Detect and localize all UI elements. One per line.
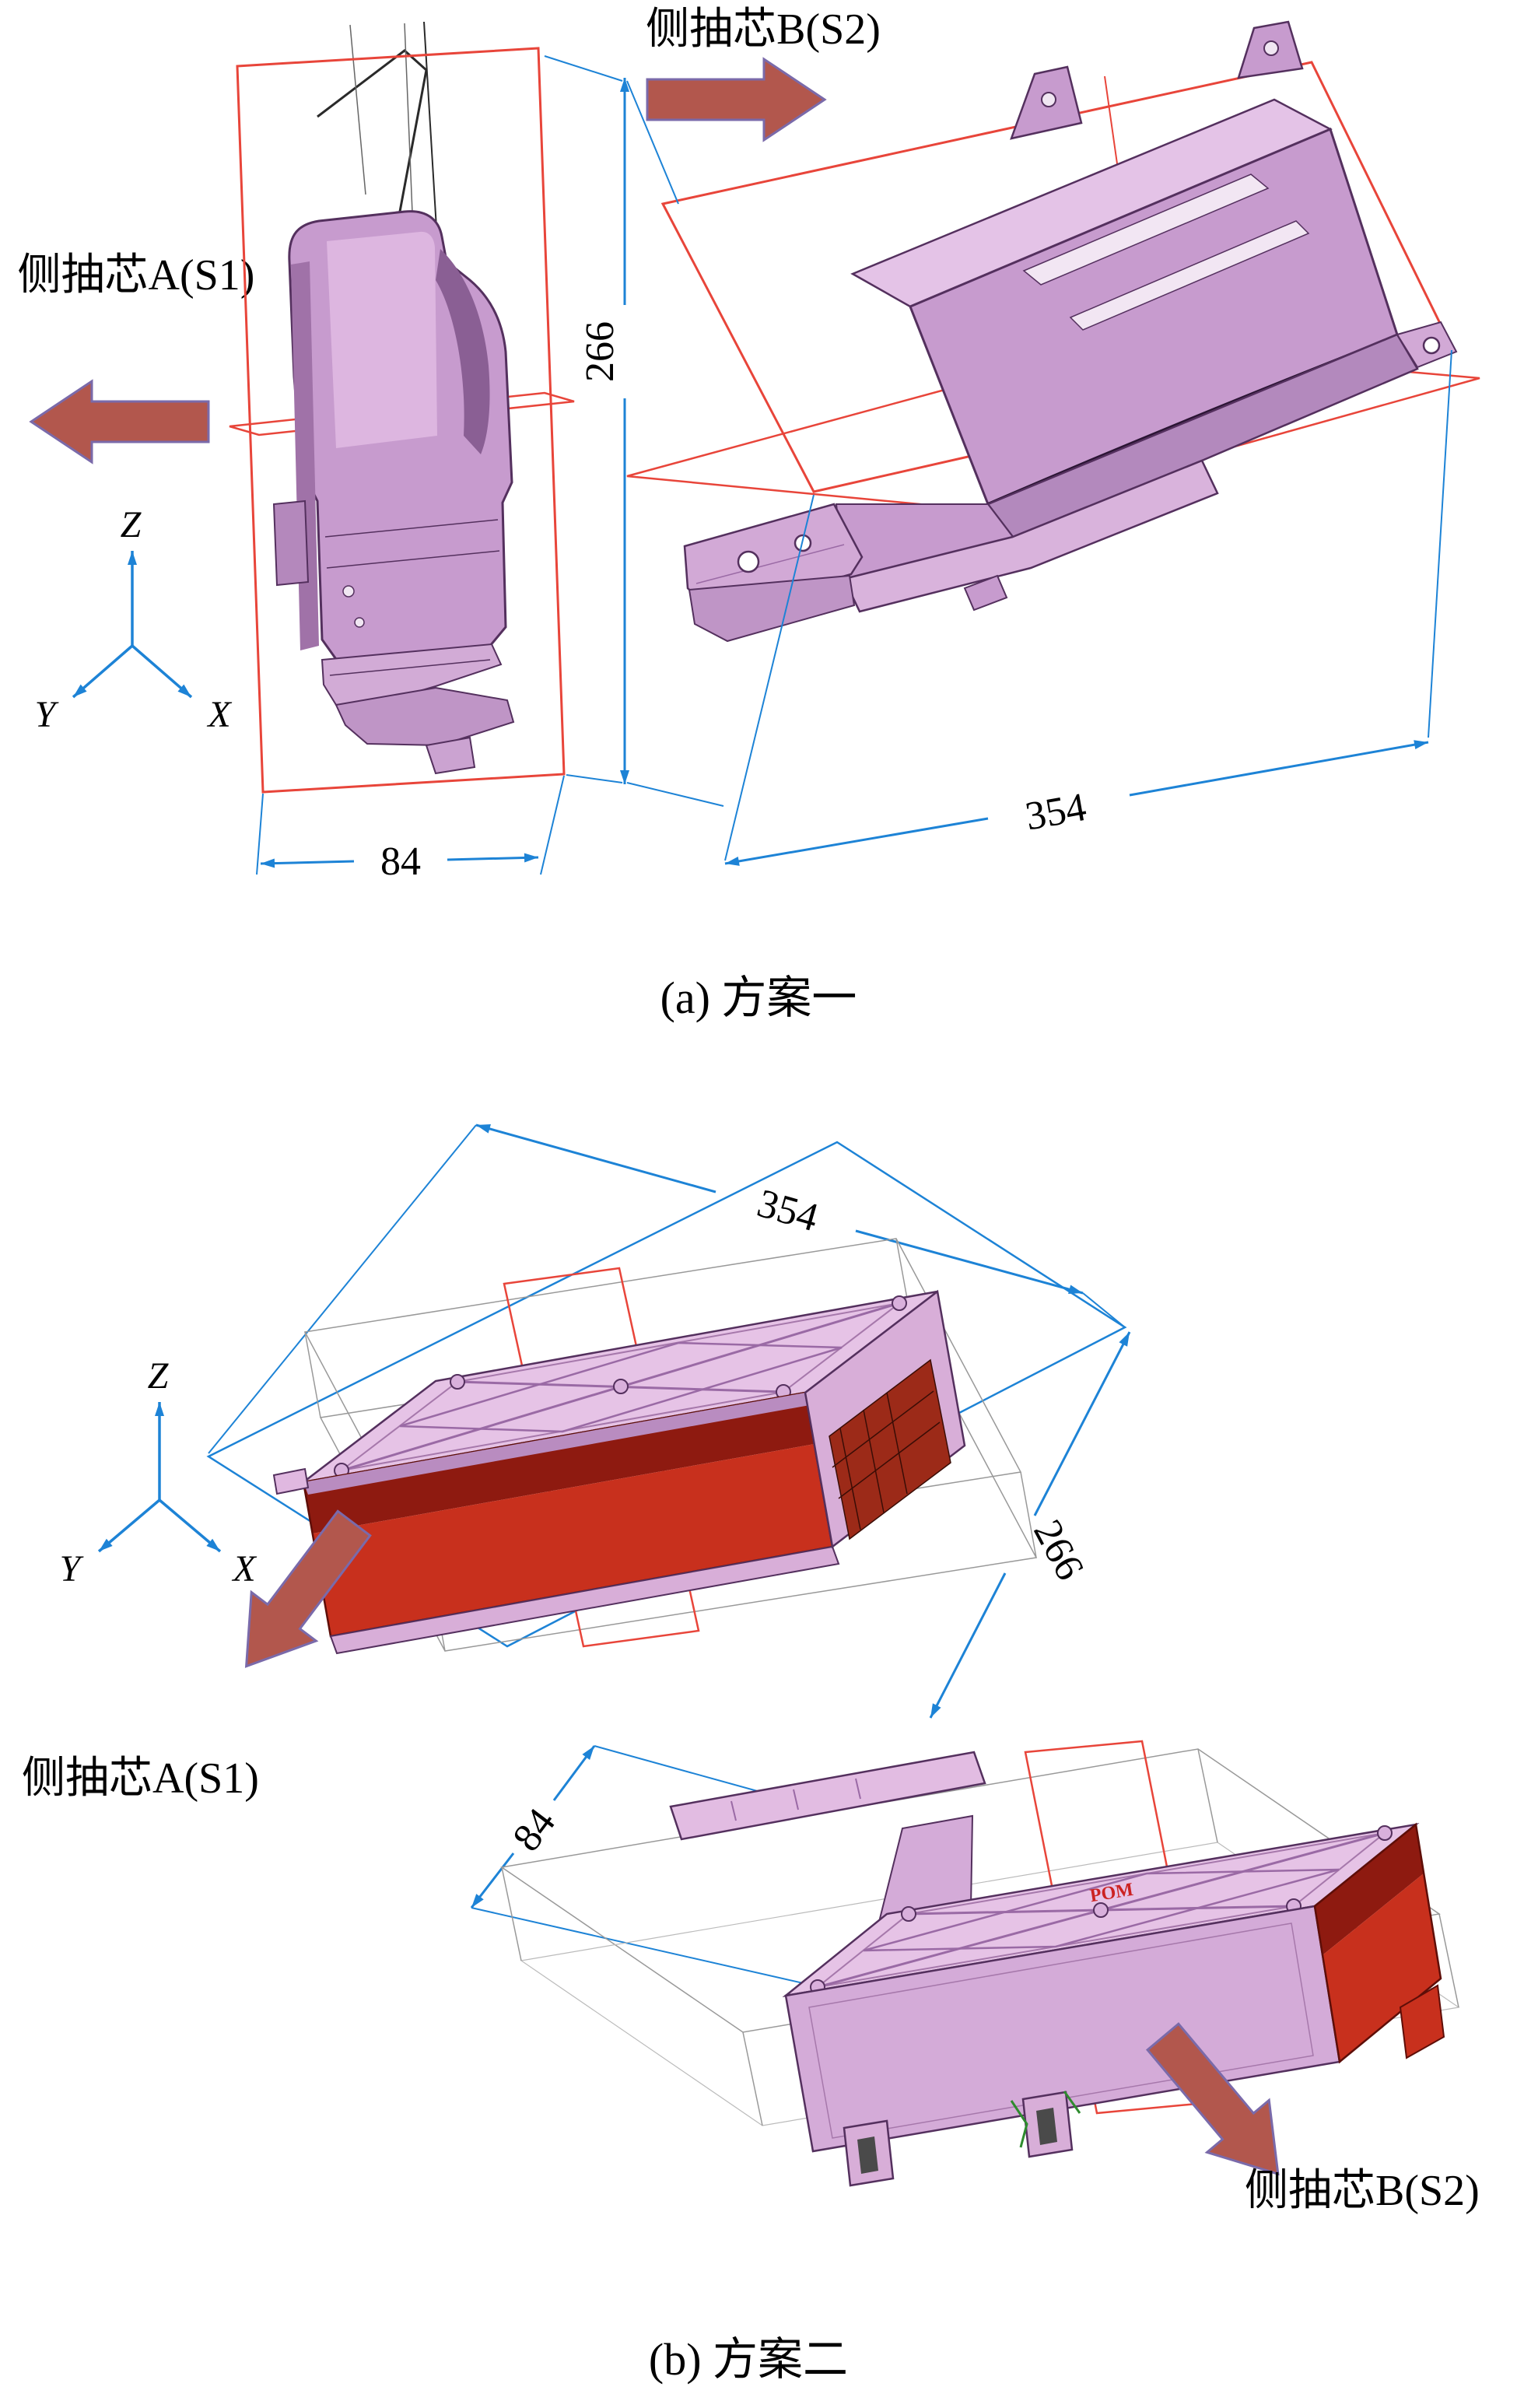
- axis-x-label: X: [206, 694, 232, 735]
- caption-panel-a: (a) 方案一: [660, 973, 857, 1023]
- axis-x-label: X: [231, 1548, 257, 1590]
- axis-z-label: Z: [121, 504, 142, 545]
- dim-266-label-a: 266: [578, 321, 622, 382]
- lid-tab-b1: [272, 1467, 310, 1495]
- axis-x: [158, 1498, 222, 1553]
- foot-hole-1: [737, 550, 760, 573]
- panel-a: 侧抽芯B(S2) 侧抽芯A(S1) Z Y X: [18, 5, 1480, 1023]
- gray-wireframe-box-b2: [500, 1748, 1460, 2126]
- axis-y: [72, 644, 134, 699]
- label-core-pull-a-b: 侧抽芯A(S1): [22, 1754, 259, 1803]
- dimension-354-a: [724, 349, 1452, 866]
- part-body-iso: [683, 20, 1458, 643]
- axis-triad-b: [97, 1402, 222, 1553]
- dim-354-label-a: 354: [1022, 785, 1090, 839]
- panel-b: Z Y X 354 266 84: [22, 1123, 1480, 2385]
- part-a-side-view: [229, 21, 575, 794]
- mounting-clips-b2: [843, 2091, 1081, 2187]
- open-interior-b1: [302, 1391, 834, 1638]
- dimension-266-b: [929, 1331, 1131, 1719]
- dimension-354-b: [208, 1123, 1126, 1454]
- red-bounding-box-left: [236, 47, 566, 794]
- part-b2-view: POM: [500, 1740, 1460, 2187]
- axis-z-label: Z: [148, 1355, 170, 1397]
- axis-y-label: Y: [35, 694, 59, 735]
- end-cap-b1: [804, 1289, 966, 1549]
- vent-slot-1: [1022, 174, 1270, 286]
- open-interior-b2: [1313, 1822, 1445, 2064]
- bottom-rim-b1: [329, 1545, 840, 1655]
- part-b1-view: [272, 1238, 1038, 1655]
- core-pull-arrow-b-b: [1145, 2022, 1280, 2176]
- flange-b2: [669, 1751, 986, 1923]
- dim-354-label-b: 354: [752, 1181, 823, 1240]
- axis-y-label: Y: [60, 1548, 84, 1590]
- axis-triad-a: [72, 551, 193, 699]
- label-core-pull-a-a: 侧抽芯A(S1): [18, 251, 255, 300]
- dimension-84-a: [256, 775, 565, 875]
- label-core-pull-b-a: 侧抽芯B(S2): [646, 5, 881, 54]
- part-a-iso-view: [626, 20, 1480, 643]
- axis-y: [97, 1498, 161, 1553]
- dim-84-label-b: 84: [504, 1800, 564, 1859]
- truss-ribs-b1: [334, 1295, 907, 1478]
- axis-x: [131, 644, 193, 699]
- caption-panel-b: (b) 方案二: [649, 2334, 848, 2385]
- core-pull-arrow-a: [29, 379, 210, 464]
- part-body-side: [272, 210, 515, 775]
- foot-hole-2: [794, 534, 812, 552]
- label-core-pull-b-b: 侧抽芯B(S2): [1245, 2167, 1480, 2215]
- vent-slot-2: [1069, 220, 1310, 331]
- dim-84-label-a: 84: [380, 839, 421, 884]
- core-pull-arrow-b: [646, 57, 827, 142]
- dimension-266-a: [544, 55, 724, 807]
- core-pull-arrow-a-b: [244, 1509, 372, 1668]
